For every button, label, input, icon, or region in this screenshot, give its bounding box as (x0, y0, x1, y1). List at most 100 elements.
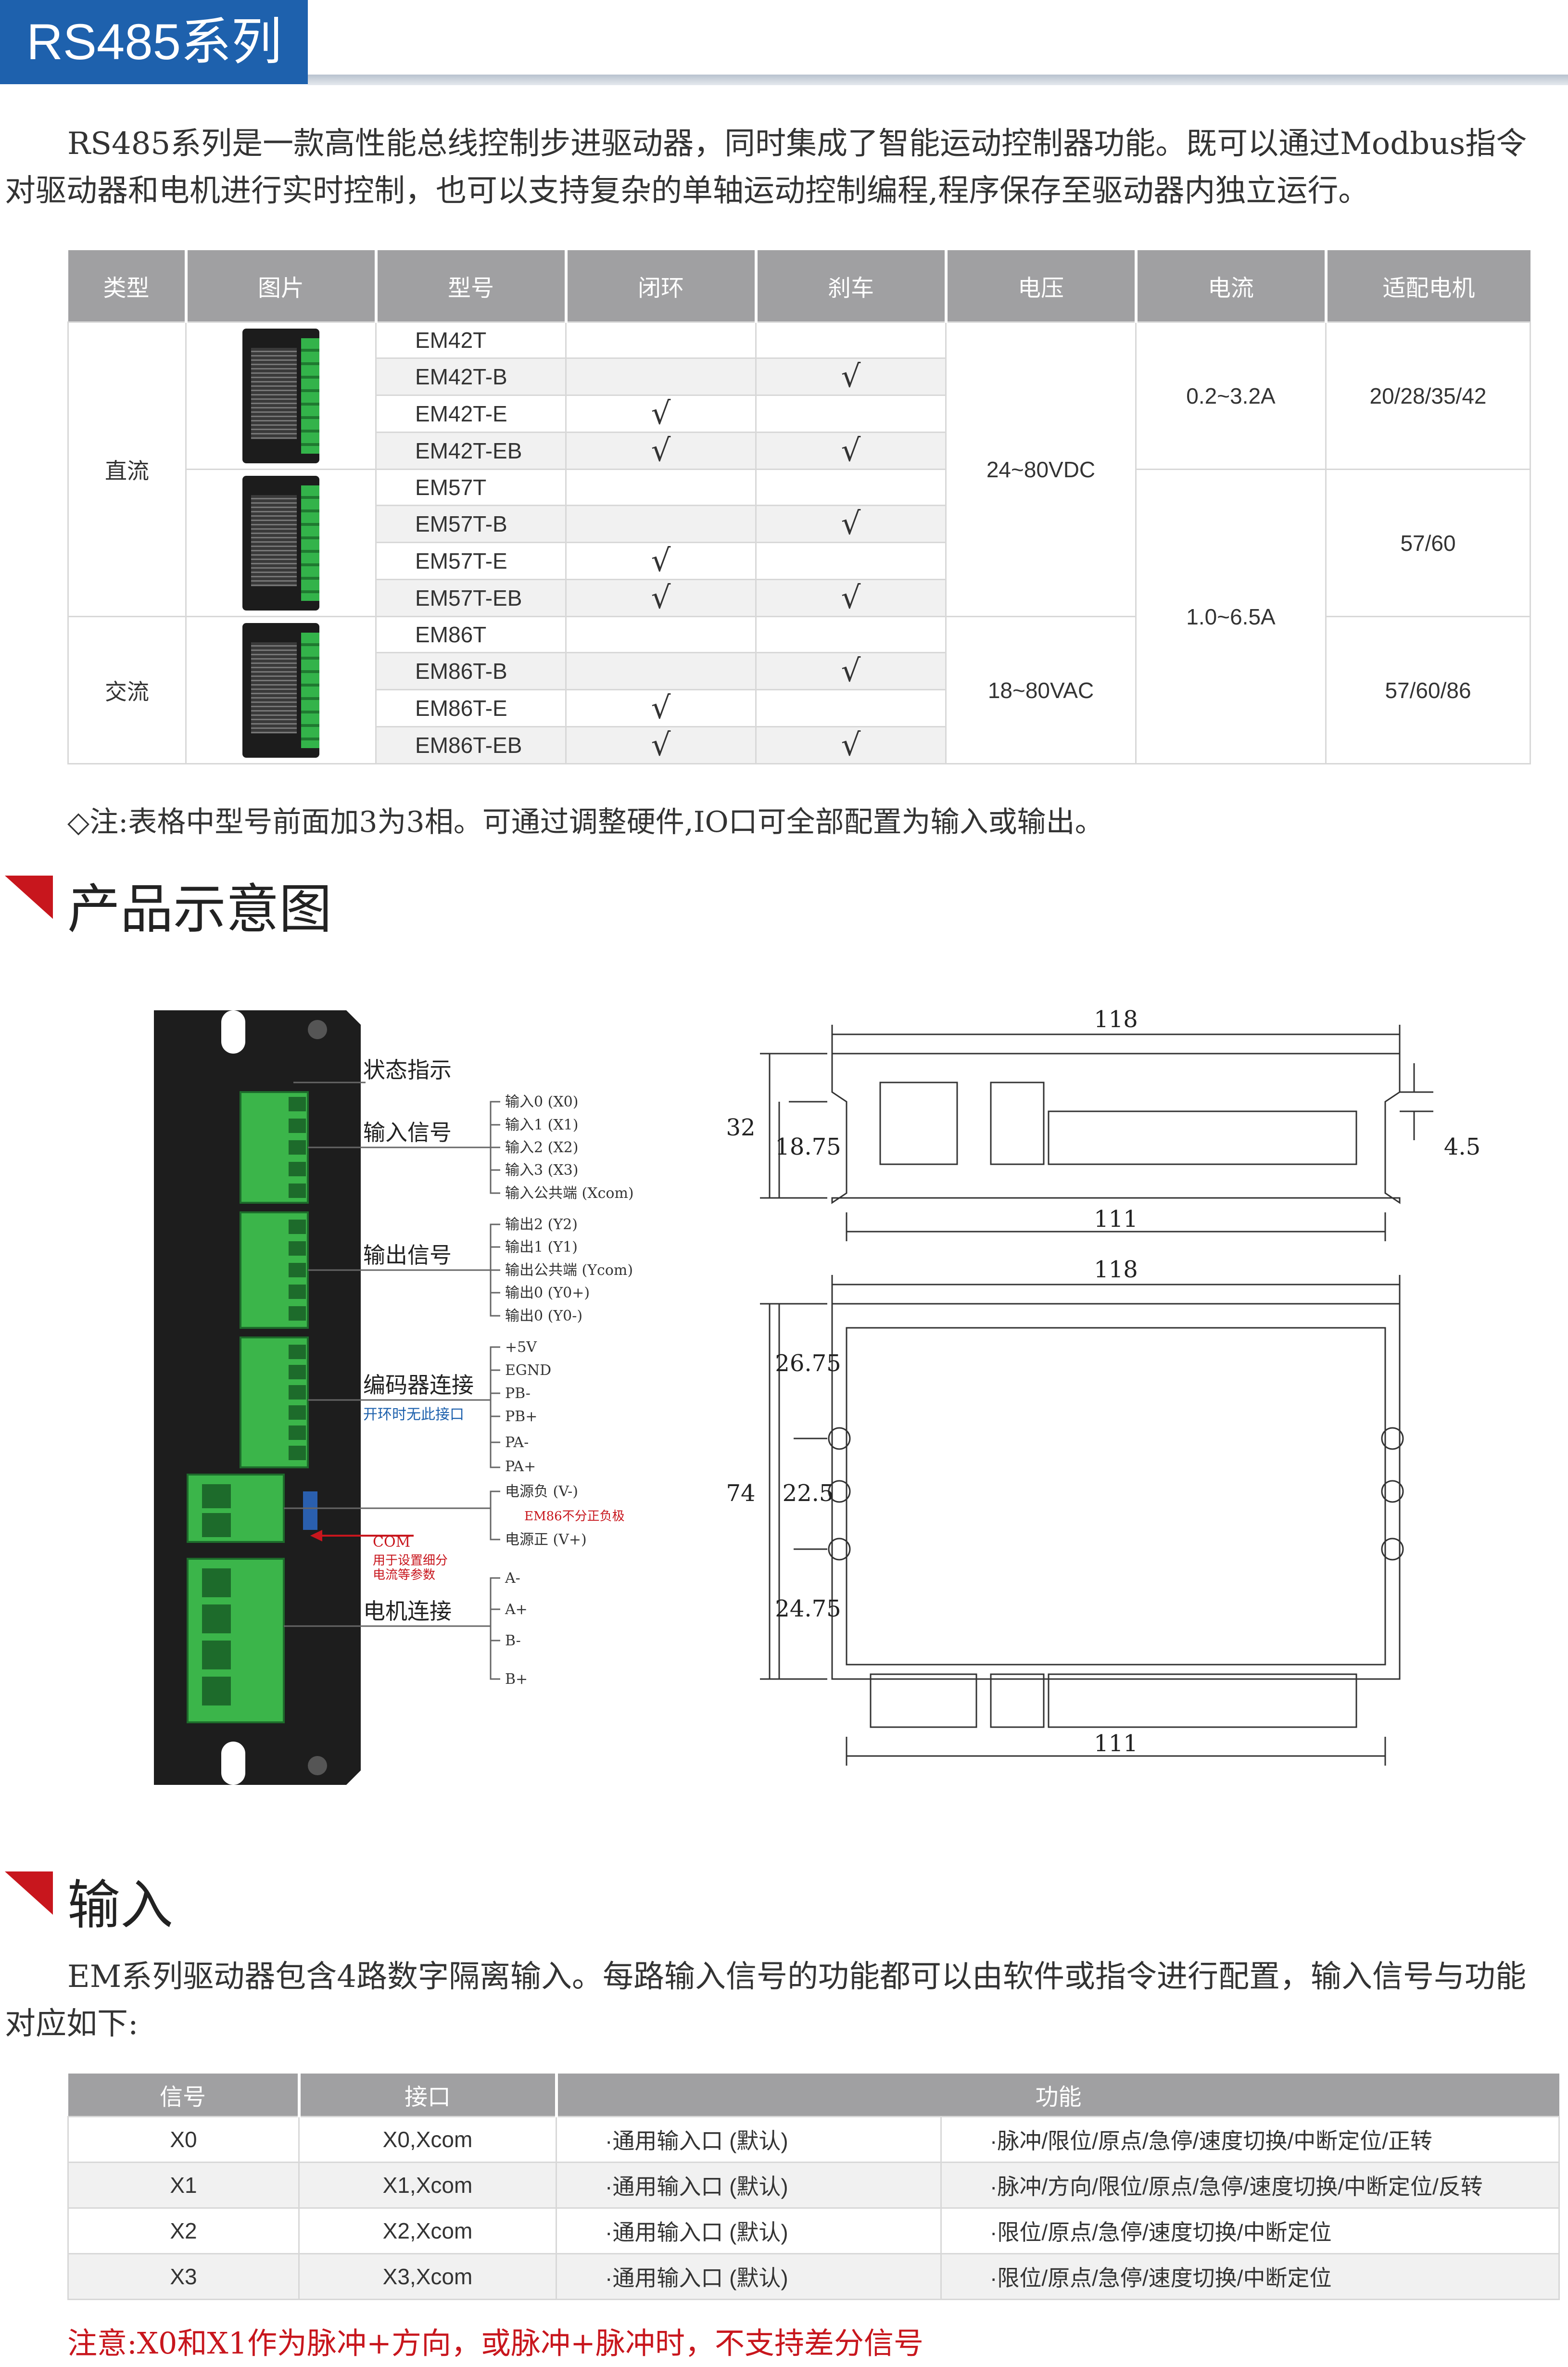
pin-label: EGND (505, 1362, 551, 1379)
pin-label: 输入3 (X3) (505, 1162, 578, 1179)
check-mark: √ (755, 652, 947, 690)
col-signal: 信号 (68, 2074, 301, 2117)
voltage-dc: 24~80VDC (945, 321, 1137, 617)
dim-height-total: 32 (726, 1114, 755, 1141)
col-motor: 适配电机 (1326, 250, 1530, 322)
pin-label: 输出公共端 (Ycom) (505, 1262, 633, 1279)
col-model: 型号 (376, 250, 568, 322)
section-diagram-title: 产品示意图 (67, 880, 332, 939)
footnote-warning: 注意:X0和X1作为脉冲+方向，或脉冲+脉冲时，不支持差分信号 (67, 2326, 923, 2361)
check-mark: √ (565, 726, 757, 764)
model-cell: EM42T-B (375, 357, 567, 396)
input-table-header: 信号 接口 功能 (68, 2074, 1559, 2117)
label-motor: 电机连接 (363, 1598, 452, 1624)
dim-top-width: 118 (1094, 1006, 1138, 1033)
model-cell: EM57T (375, 469, 567, 506)
voltage-ac: 18~80VAC (945, 616, 1137, 764)
dim-depth-total: 74 (726, 1480, 755, 1507)
model-cell: EM86T-E (375, 689, 567, 727)
model-cell: EM57T-E (375, 542, 567, 580)
table-row: X0 X0,Xcom ·通用输入口 (默认) ·脉冲/限位/原点/急停/速度切换… (67, 2116, 1560, 2163)
section-input-title: 输入 (67, 1876, 173, 1935)
page-title: RS485系列 (0, 0, 308, 84)
check-mark: √ (565, 579, 757, 617)
check-mark: √ (755, 579, 947, 617)
check-mark: √ (755, 357, 947, 396)
pin-label: B- (505, 1632, 521, 1649)
label-com-note1: 用于设置细分 (373, 1553, 448, 1568)
image-em42 (185, 321, 377, 470)
check-mark: √ (755, 505, 947, 543)
pin-label: B+ (505, 1671, 528, 1688)
label-input: 输入信号 (363, 1120, 452, 1145)
type-dc: 直流 (67, 321, 187, 617)
pin-label: PA+ (505, 1458, 536, 1475)
current-low: 0.2~3.2A (1135, 321, 1327, 470)
model-table: 类型 图片 型号 闭环 刹车 电压 电流 适配电机 直流 EM42T 24~80… (67, 250, 1531, 764)
intro-text: RS485系列是一款高性能总线控制步进驱动器，同时集成了智能运动控制器功能。既可… (5, 126, 1527, 209)
image-em86 (185, 616, 377, 764)
model-cell: EM86T-EB (375, 726, 567, 764)
table-row: X1 X1,Xcom ·通用输入口 (默认) ·脉冲/方向/限位/原点/急停/速… (67, 2162, 1560, 2209)
pin-label: 输入1 (X1) (505, 1117, 578, 1133)
check-mark: √ (565, 432, 757, 470)
table-note: ◇注:表格中型号前面加3为3相。可通过调整硬件,IO口可全部配置为输入或输出。 (67, 805, 1104, 839)
check-mark: √ (755, 726, 947, 764)
pin-label: 电源负 (V-) (505, 1483, 578, 1500)
input-intro-paragraph: EM系列驱动器包含4路数字隔离输入。每路输入信号的功能都可以由软件或指令进行配置… (5, 1953, 1554, 2048)
dim-d1: 26.75 (775, 1350, 841, 1377)
col-current: 电流 (1136, 250, 1328, 322)
dim-front-width: 118 (1094, 1256, 1138, 1283)
pin-label: 输出2 (Y2) (505, 1216, 578, 1233)
title-rule (308, 75, 1568, 85)
col-closed-loop: 闭环 (566, 250, 758, 322)
motor-42: 20/28/35/42 (1325, 321, 1531, 470)
model-cell: EM86T (375, 616, 567, 653)
pin-label: 输出1 (Y1) (505, 1239, 578, 1256)
pin-label: A- (505, 1570, 520, 1587)
pin-label: PB+ (505, 1408, 537, 1425)
section-triangle-icon (5, 1871, 53, 1915)
check-mark: √ (565, 689, 757, 727)
pin-label: 输入2 (X2) (505, 1139, 578, 1156)
dim-front-inner: 111 (1094, 1730, 1138, 1757)
col-type: 类型 (68, 250, 188, 322)
pin-label: 输出0 (Y0-) (505, 1308, 582, 1324)
dim-d2: 22.5 (783, 1480, 834, 1507)
section-triangle-icon (5, 876, 53, 919)
intro-paragraph: RS485系列是一款高性能总线控制步进驱动器，同时集成了智能运动控制器功能。既可… (5, 120, 1554, 215)
col-function: 功能 (556, 2074, 1559, 2117)
model-cell: EM57T-B (375, 505, 567, 543)
col-brake: 刹车 (756, 250, 948, 322)
label-status: 状态指示 (363, 1057, 452, 1083)
pin-label: 输出0 (Y0+) (505, 1285, 590, 1301)
dim-d3: 24.75 (775, 1595, 841, 1622)
pin-label: 输入0 (X0) (505, 1094, 578, 1110)
check-mark: √ (565, 542, 757, 580)
pin-label: PB- (505, 1385, 531, 1402)
pin-label: 输入公共端 (Xcom) (505, 1185, 634, 1202)
model-cell: EM86T-B (375, 652, 567, 690)
driver-image (242, 328, 319, 463)
check-mark: √ (755, 432, 947, 470)
dim-height-part: 18.75 (775, 1133, 841, 1160)
input-intro-text: EM系列驱动器包含4路数字隔离输入。每路输入信号的功能都可以由软件或指令进行配置… (5, 1959, 1526, 2042)
dim-top-inner: 111 (1094, 1206, 1138, 1233)
table-row: X3 X3,Xcom ·通用输入口 (默认) ·限位/原点/急停/速度切换/中断… (67, 2253, 1560, 2300)
pin-label: PA- (505, 1434, 529, 1451)
current-high: 1.0~6.5A (1135, 469, 1327, 764)
motor-86: 57/60/86 (1325, 616, 1531, 764)
model-cell: EM42T-E (375, 394, 567, 433)
label-encoder: 编码器连接 (363, 1372, 474, 1398)
dimension-drawing: 118 32 18.75 4.5 111 118 26.75 74 22.5 2… (726, 1006, 1480, 1766)
col-port: 接口 (299, 2074, 558, 2117)
pin-label: 电源正 (V+) (505, 1531, 587, 1548)
pin-label-note: EM86不分正负极 (524, 1509, 625, 1524)
pin-label: +5V (505, 1339, 537, 1356)
image-em57 (185, 469, 377, 617)
pin-label: A+ (505, 1601, 528, 1618)
table-row: X2 X2,Xcom ·通用输入口 (默认) ·限位/原点/急停/速度切换/中断… (67, 2207, 1560, 2254)
col-voltage: 电压 (946, 250, 1138, 322)
driver-image (242, 623, 319, 758)
type-ac: 交流 (67, 616, 187, 764)
